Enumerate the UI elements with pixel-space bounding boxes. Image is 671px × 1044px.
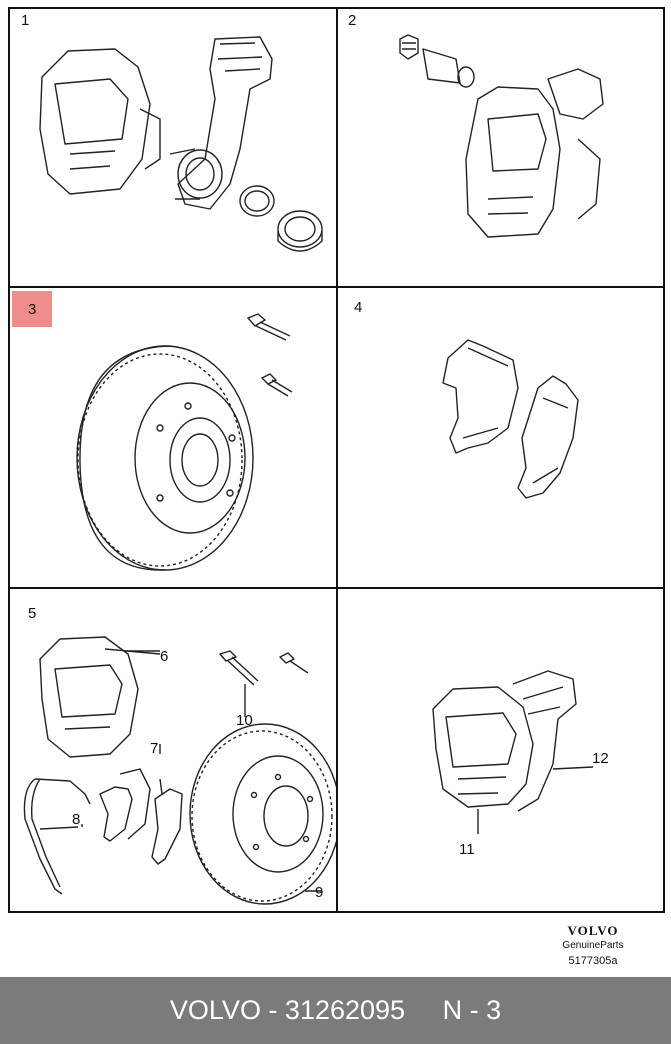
- callout-9: 9: [315, 884, 324, 901]
- genuine-parts-label: GenuineParts: [562, 940, 624, 951]
- caliper-carrier-drawing: [432, 670, 594, 834]
- callout-12: 12: [592, 750, 609, 767]
- grid-divider-row-1: [10, 286, 663, 288]
- caliper-assembly-drawing: [39, 36, 323, 252]
- panel-number-3[interactable]: 3: [28, 301, 37, 318]
- brand-block: VOLVO GenuineParts 5177305a: [553, 923, 633, 967]
- callout-11: 11: [459, 841, 475, 858]
- footer-reference: N - 3: [442, 995, 502, 1025]
- callout-8: 8: [72, 811, 81, 828]
- callout-10: 10: [236, 712, 253, 729]
- callout-6: 6: [160, 648, 169, 665]
- diagram-code: 5177305a: [568, 955, 618, 967]
- panel-number-4: 4: [354, 299, 363, 316]
- brake-disc-drawing: [76, 313, 293, 571]
- panel-number-5: 5: [28, 605, 37, 622]
- footer-bar: VOLVO - 31262095 N - 3: [0, 977, 671, 1044]
- panel-number-1: 1: [21, 12, 30, 29]
- panel-number-2: 2: [348, 12, 357, 29]
- footer-part-number: VOLVO - 31262095: [169, 995, 406, 1025]
- brake-kit-drawing: [23, 636, 336, 905]
- selected-panel-highlight: [12, 291, 52, 327]
- grid-divider-vertical: [336, 9, 338, 911]
- grid-divider-row-2: [10, 587, 663, 589]
- volvo-logo: VOLVO: [567, 923, 619, 938]
- caliper-guide-pin-drawing: [399, 34, 604, 238]
- brake-pads-drawing: [442, 339, 579, 499]
- parts-diagram-grid: 1 2 3 4 5: [8, 7, 665, 913]
- callout-7: 7: [150, 740, 159, 757]
